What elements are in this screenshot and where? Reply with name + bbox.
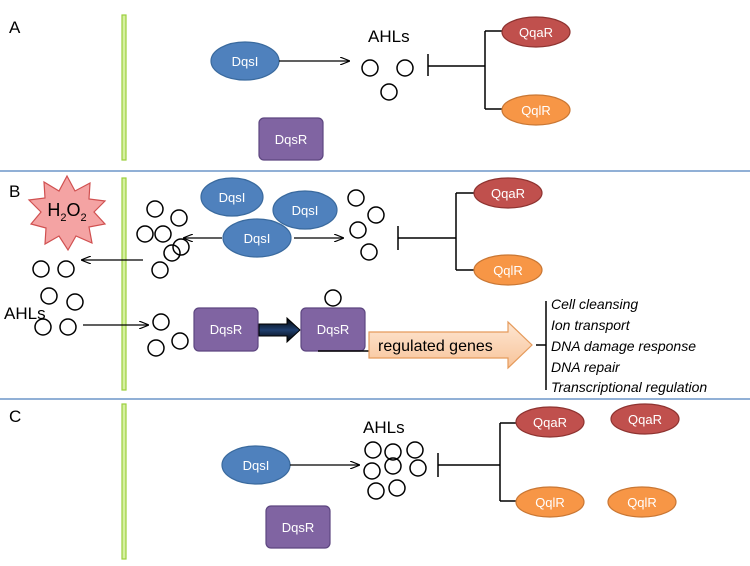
ahl-bound [324,289,342,307]
dqsi-c: DqsI [221,445,291,485]
dqsr-c: DqsR [265,505,331,549]
dqsi-label: DqsI [232,54,259,69]
regulated-genes-label: regulated genes [378,338,493,355]
dqsr-label: DqsR [210,322,243,337]
panel-label-b: B [9,182,20,201]
dqsr-b-inactive: DqsR [193,307,259,352]
dqsr-label: DqsR [282,520,315,535]
inhibition-a [427,30,503,110]
ahls-label-a: AHLs [368,27,410,46]
dqsr-b-active: DqsR [300,307,366,352]
qqar-label: QqaR [628,412,662,427]
panel-label-c: C [9,407,21,426]
qqar-label: QqaR [533,415,567,430]
dqsi-label: DqsI [292,203,319,218]
qqlr-label: QqlR [627,495,657,510]
qqlr-c-2: QqlR [607,486,677,518]
activation-arrow [258,316,301,344]
qqar-b: QqaR [473,177,543,209]
dqsi-label: DqsI [219,190,246,205]
dqsi-a: DqsI [210,41,280,81]
ahl-molecules-left-cluster [136,200,190,279]
membrane-c [121,403,127,560]
membrane-a [121,14,127,161]
function-item: DNA damage response [551,338,696,354]
ahl-molecules-extracellular [32,260,84,336]
inhibition-b [397,192,474,271]
function-item: Cell cleansing [551,296,638,312]
dqsr-a: DqsR [258,117,324,161]
qqar-c-1: QqaR [515,406,585,438]
qqlr-a: QqlR [501,94,571,126]
dqsi-b-top-right: DqsI [272,190,338,230]
dqsi-label: DqsI [244,231,271,246]
membrane-b [121,177,127,391]
qqlr-label: QqlR [535,495,565,510]
ahl-molecules-imported [147,313,189,357]
dqsi-b-bottom: DqsI [222,218,292,258]
qqar-label: QqaR [519,25,553,40]
regulated-genes-arrow: regulated genes [368,320,533,370]
regulated-functions-bracket [536,301,547,390]
dqsr-label: DqsR [317,322,350,337]
inhibition-c [437,422,516,502]
h2o2-label: H2O2 [47,200,86,224]
ahls-label-b: AHLs [4,304,46,323]
regulated-functions-list: Cell cleansing Ion transport DNA damage … [551,296,707,395]
qqlr-label: QqlR [521,103,551,118]
ahl-molecules-c [363,441,427,500]
qqar-c-2: QqaR [610,403,680,435]
dqsi-label: DqsI [243,458,270,473]
ahls-label-c: AHLs [363,418,405,437]
ahl-molecules-right-cluster [347,189,385,261]
panel-label-a: A [9,18,21,37]
function-item: DNA repair [551,359,621,375]
function-item: Ion transport [551,317,631,333]
qqlr-c-1: QqlR [515,486,585,518]
qqar-a: QqaR [501,16,571,48]
qqlr-label: QqlR [493,263,523,278]
dqsi-b-top-left: DqsI [200,177,264,217]
ahl-molecules-a [361,59,414,101]
qqlr-b: QqlR [473,254,543,286]
h2o2-burst: H2O2 [27,174,107,252]
function-item: Transcriptional regulation [551,379,707,395]
qqar-label: QqaR [491,186,525,201]
dqsr-label: DqsR [275,132,308,147]
